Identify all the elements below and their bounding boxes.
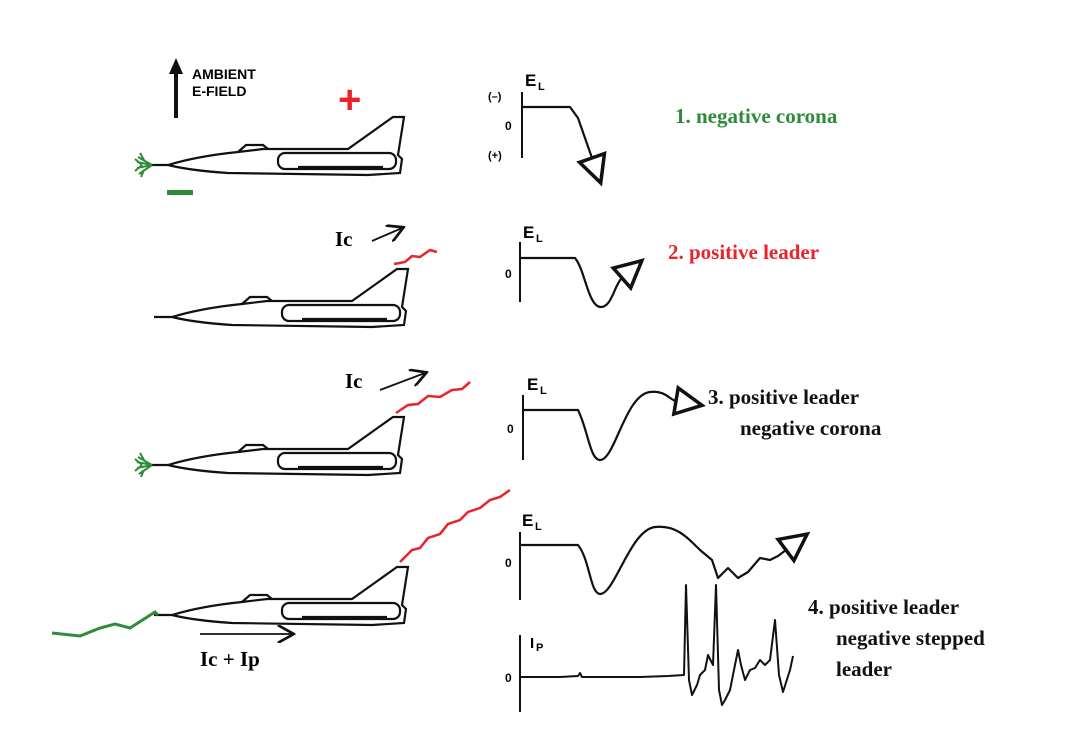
stage-3-label-line1: 3. positive leader (708, 385, 859, 409)
svg-text:0: 0 (505, 556, 512, 570)
positive-leader-3 (395, 381, 471, 415)
plus-sign: + (338, 78, 361, 122)
stage-1-label: 1. negative corona (675, 104, 838, 128)
ic-arrow-3-icon (379, 373, 425, 391)
negative-corona-icon (134, 152, 153, 178)
positive-leader-2 (393, 248, 438, 266)
svg-text:E: E (523, 223, 534, 242)
svg-text:L: L (540, 385, 547, 397)
ambient-label-line1: AMBIENT (192, 66, 256, 82)
el-graph-4: E L 0 (505, 511, 811, 600)
el-graph-1: E L (–) 0 (+) (488, 71, 607, 187)
aircraft-1 (148, 115, 406, 177)
stage-4-label-line3: leader (836, 657, 892, 681)
ic-ip-label: Ic + Ip (200, 647, 260, 671)
svg-text:L: L (535, 521, 542, 533)
stage-2-label: 2. positive leader (668, 240, 819, 264)
el-graph-2: E L 0 (505, 223, 645, 309)
stage-4-label-line2: negative stepped (836, 626, 985, 650)
svg-text:(–): (–) (488, 91, 502, 103)
stage-3-label-line2: negative corona (740, 416, 882, 440)
ic-label-2: Ic (335, 227, 353, 251)
ic-label-3: Ic (345, 369, 363, 393)
svg-text:0: 0 (505, 119, 512, 133)
svg-text:0: 0 (507, 422, 514, 436)
el-graph-3: E L 0 (507, 375, 706, 462)
aircraft-2 (152, 267, 410, 329)
svg-text:I: I (530, 635, 534, 652)
ambient-field-arrow-icon (169, 58, 183, 118)
svg-text:L: L (536, 233, 543, 245)
minus-sign-icon (167, 190, 193, 195)
svg-text:E: E (525, 71, 536, 90)
stage-4-label-line1: 4. positive leader (808, 595, 959, 619)
svg-text:L: L (538, 81, 545, 93)
svg-text:(+): (+) (488, 150, 502, 162)
positive-leader-4 (399, 488, 511, 563)
svg-text:E: E (527, 375, 538, 394)
negative-stepped-leader (51, 610, 160, 638)
svg-text:P: P (536, 642, 543, 654)
svg-text:E: E (522, 511, 533, 530)
ambient-label-line2: E-FIELD (192, 83, 246, 99)
negative-corona-3-icon (134, 452, 153, 478)
aircraft-3 (148, 415, 406, 477)
ip-graph: I P 0 (505, 584, 794, 712)
ic-arrow-icon (371, 228, 402, 241)
svg-text:0: 0 (505, 267, 512, 281)
svg-text:0: 0 (505, 671, 512, 685)
aircraft-4 (152, 565, 410, 627)
